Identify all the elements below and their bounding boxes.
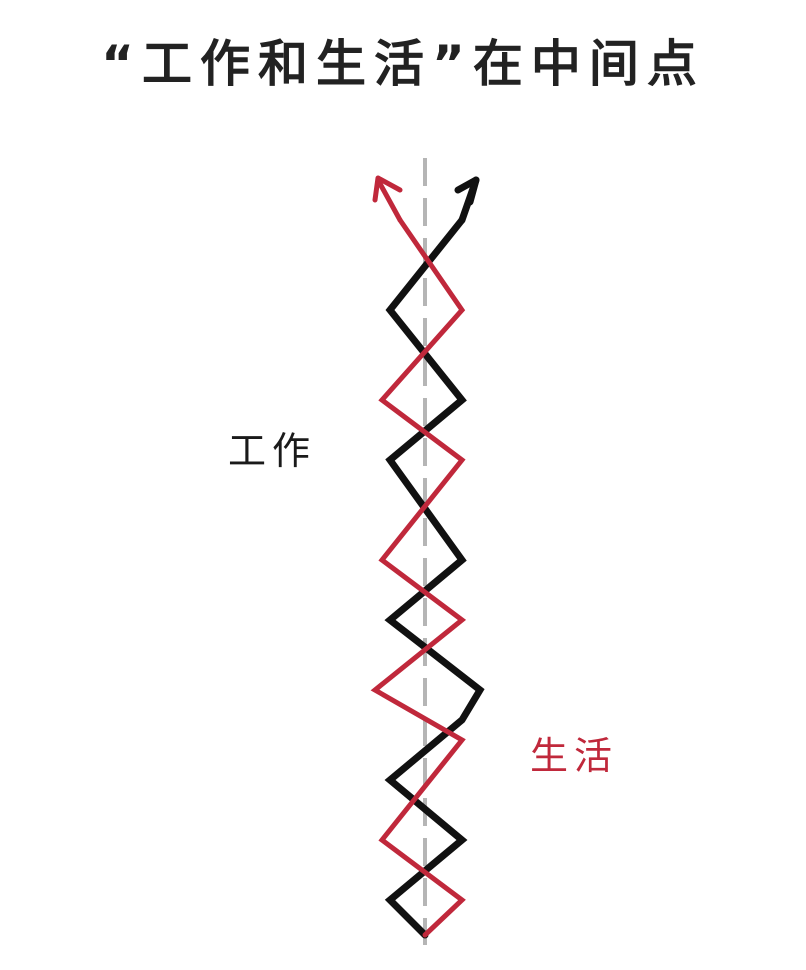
work-zigzag-line [384, 216, 485, 939]
life-label: 生活 [530, 734, 619, 778]
work-label: 工作 [228, 429, 317, 473]
work-arrow-tip [458, 176, 480, 224]
page-title: “工作和生活”在中间点 [101, 35, 705, 93]
life-zigzag-line [370, 217, 467, 938]
life-arrow-tip [375, 177, 403, 223]
